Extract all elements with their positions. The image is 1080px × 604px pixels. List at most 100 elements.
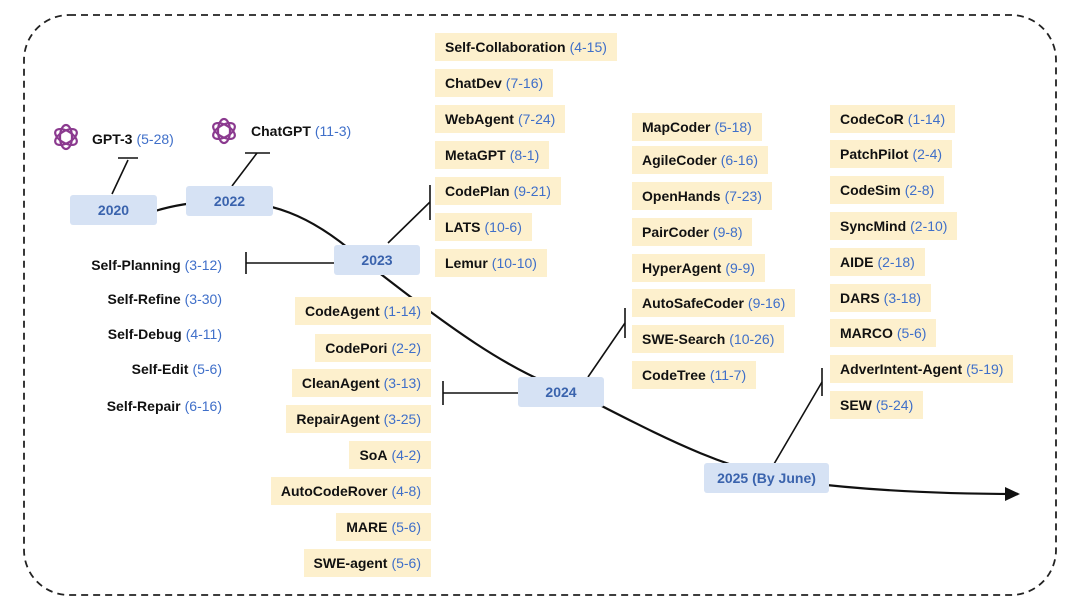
agent-name: CodeCoR	[840, 111, 904, 127]
list-item: CodeCoR(1-14)	[830, 105, 956, 133]
release-date: (7-16)	[505, 75, 544, 91]
release-date: (2-18)	[877, 254, 915, 270]
list-item: Self-Debug(4-11)	[108, 320, 222, 348]
chatgpt-name: ChatGPT	[251, 123, 311, 139]
agent-name: AgileCoder	[642, 152, 717, 168]
release-date: (5-6)	[391, 555, 421, 571]
agent-name: MapCoder	[642, 119, 711, 135]
release-date: (1-14)	[383, 303, 421, 319]
list-item: SWE-Search(10-26)	[632, 325, 785, 353]
list-item: MapCoder(5-18)	[632, 113, 762, 141]
release-date: (9-9)	[725, 260, 755, 276]
connectors	[111, 152, 823, 465]
release-date: (3-13)	[383, 375, 421, 391]
year-2022: 2022	[186, 186, 273, 216]
release-date: (5-6)	[391, 519, 421, 535]
release-date: (2-4)	[912, 146, 943, 162]
release-date: (3-12)	[184, 257, 222, 273]
agent-name: WebAgent	[445, 111, 514, 127]
agent-name: CodeSim	[840, 182, 901, 198]
agent-name: HyperAgent	[642, 260, 722, 276]
agent-name: Self-Debug	[107, 326, 182, 342]
list-item: Self-Collaboration(4-15)	[435, 33, 617, 61]
agent-name: CodeTree	[642, 367, 706, 383]
dashed-border	[23, 14, 1057, 596]
timeline-curve	[154, 199, 1019, 496]
agent-name: CodeAgent	[304, 303, 380, 319]
release-date: (4-2)	[391, 447, 421, 463]
list-item: MARCO(5-6)	[830, 319, 937, 347]
agent-name: Lemur	[445, 255, 488, 271]
agent-name: MARE	[346, 519, 388, 535]
agent-name: SoA	[359, 447, 388, 463]
release-date: (9-16)	[747, 295, 786, 311]
release-date: (9-8)	[712, 224, 743, 240]
list-item: SoA(4-2)	[349, 441, 431, 469]
agent-name: AdverIntent-Agent	[840, 361, 963, 377]
list-item: CodePlan(9-21)	[435, 177, 561, 205]
release-date: (2-8)	[904, 182, 935, 198]
list-item: CleanAgent(3-13)	[291, 369, 431, 397]
agent-name: CodePlan	[445, 183, 510, 199]
list-item: HyperAgent(9-9)	[632, 254, 765, 282]
agent-name: AutoCodeRover	[280, 483, 388, 499]
year-2023: 2023	[334, 245, 420, 275]
release-date: (6-16)	[184, 398, 222, 414]
openai-logo-icon	[212, 117, 236, 145]
agent-name: AIDE	[840, 254, 874, 270]
agent-name: AutoSafeCoder	[642, 295, 744, 311]
release-date: (2-10)	[910, 218, 948, 234]
list-item: SyncMind(2-10)	[830, 212, 958, 240]
year-2025: 2025 (By June)	[704, 463, 829, 493]
release-date: (7-24)	[517, 111, 556, 127]
list-item: AutoCodeRover(4-8)	[270, 477, 431, 505]
release-date: (7-23)	[724, 188, 762, 204]
release-date: (11-7)	[709, 367, 747, 383]
list-item: OpenHands(7-23)	[632, 182, 772, 210]
year-2020: 2020	[70, 195, 157, 225]
release-date: (3-18)	[883, 290, 922, 306]
list-item: AdverIntent-Agent(5-19)	[830, 355, 1014, 383]
gpt3-date: (5-28)	[136, 131, 174, 147]
timeline-arrowhead	[1005, 487, 1020, 501]
agent-name: ChatDev	[445, 75, 502, 91]
release-date: (2-2)	[391, 340, 421, 356]
chatgpt-date: (11-3)	[314, 123, 352, 139]
agent-name: CleanAgent	[301, 375, 380, 391]
agent-name: Self-Planning	[91, 257, 181, 273]
list-item: Self-Planning(3-12)	[91, 251, 222, 279]
list-item: AIDE(2-18)	[830, 248, 925, 276]
release-date: (10-10)	[491, 255, 537, 271]
release-date: (5-6)	[192, 361, 222, 377]
release-date: (5-19)	[966, 361, 1004, 377]
list-item: CodeSim(2-8)	[830, 176, 945, 204]
list-item: WebAgent(7-24)	[435, 105, 566, 133]
list-item: AutoSafeCoder(9-16)	[632, 289, 796, 317]
list-item: PatchPilot(2-4)	[830, 140, 953, 168]
release-date: (5-6)	[896, 325, 927, 341]
agent-name: SEW	[840, 397, 872, 413]
release-date: (1-14)	[907, 111, 946, 127]
list-item: SWE-agent(5-6)	[303, 549, 431, 577]
agent-name: SyncMind	[840, 218, 907, 234]
agent-name: CodePori	[325, 340, 388, 356]
list-item: Lemur(10-10)	[435, 249, 547, 277]
agent-name: Self-Edit	[131, 361, 189, 377]
list-item: LATS(10-6)	[435, 213, 532, 241]
year-2024: 2024	[518, 377, 604, 407]
release-date: (4-15)	[569, 39, 607, 55]
agent-name: LATS	[445, 219, 481, 235]
agent-name: SWE-agent	[313, 555, 388, 571]
list-item: MetaGPT(8-1)	[435, 141, 550, 169]
release-date: (10-6)	[484, 219, 522, 235]
agent-name: Self-Repair	[106, 398, 181, 414]
release-date: (6-16)	[720, 152, 759, 168]
release-date: (5-18)	[714, 119, 752, 135]
list-item: ChatDev(7-16)	[435, 69, 554, 97]
release-date: (9-21)	[513, 183, 551, 199]
release-date: (4-11)	[185, 326, 222, 342]
release-date: (10-26)	[729, 331, 775, 347]
list-item: SEW(5-24)	[830, 391, 924, 419]
agent-name: DARS	[840, 290, 880, 306]
release-date: (3-30)	[184, 291, 222, 307]
